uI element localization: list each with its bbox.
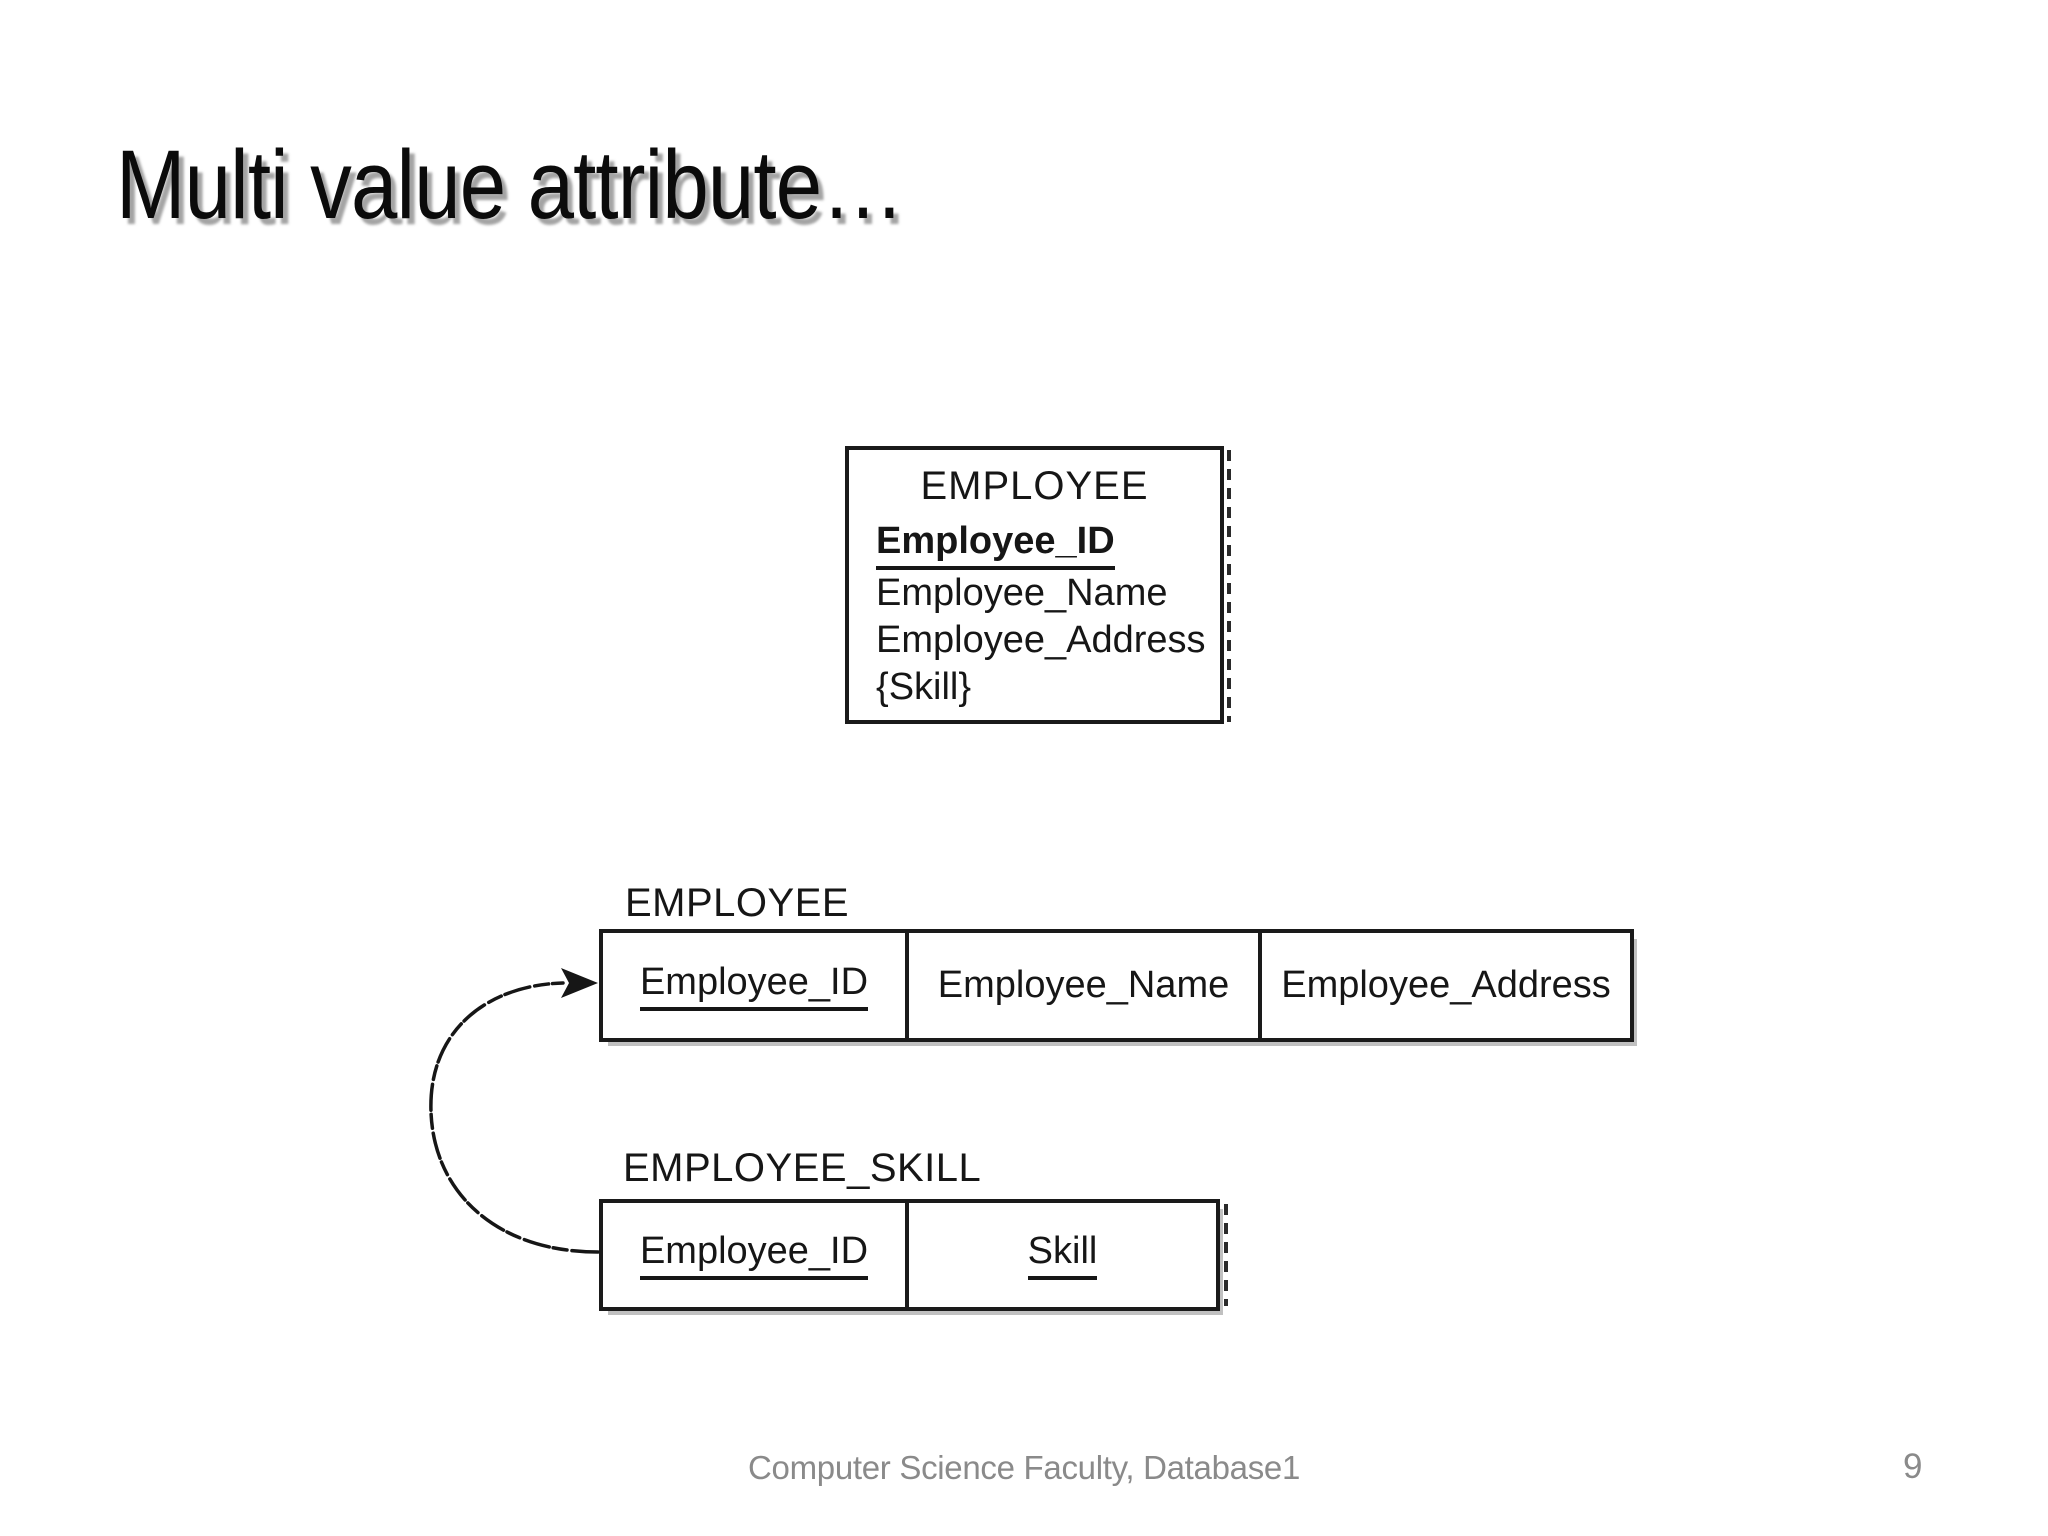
arrowhead-icon (561, 968, 598, 998)
table-employee: Employee_ID Employee_Name Employee_Addre… (599, 929, 1634, 1042)
table-label-employee: EMPLOYEE (625, 881, 850, 925)
entity-attribute-key: Employee_ID (876, 518, 1220, 570)
entity-box-scan-dash-edge (1227, 450, 1231, 722)
table-employee-col-address: Employee_Address (1258, 933, 1630, 1038)
entity-attribute: Employee_Address (876, 619, 1206, 661)
entity-name: EMPLOYEE (920, 464, 1149, 508)
table-employee-skill: Employee_ID Skill (599, 1199, 1220, 1311)
er-entity-box: EMPLOYEE Employee_ID Employee_Name Emplo… (845, 446, 1224, 724)
slide-title: Multi value attribute… (116, 130, 905, 239)
skill-table-scan-dash-edge (1224, 1204, 1228, 1306)
page-number: 9 (1903, 1447, 1923, 1486)
table-employee-col-id: Employee_ID (603, 933, 905, 1038)
entity-attribute: Employee_Name (876, 572, 1168, 614)
table-employee-skill-col-id: Employee_ID (603, 1203, 905, 1307)
footer-text: Computer Science Faculty, Database1 (748, 1449, 1300, 1486)
table-employee-skill-col-skill: Skill (905, 1203, 1216, 1307)
table-label-employee-skill: EMPLOYEE_SKILL (623, 1146, 982, 1190)
entity-attribute-list: Employee_ID Employee_Name Employee_Addre… (849, 518, 1220, 711)
table-employee-col-name: Employee_Name (905, 933, 1258, 1038)
entity-attribute-multivalued: {Skill} (876, 666, 972, 708)
